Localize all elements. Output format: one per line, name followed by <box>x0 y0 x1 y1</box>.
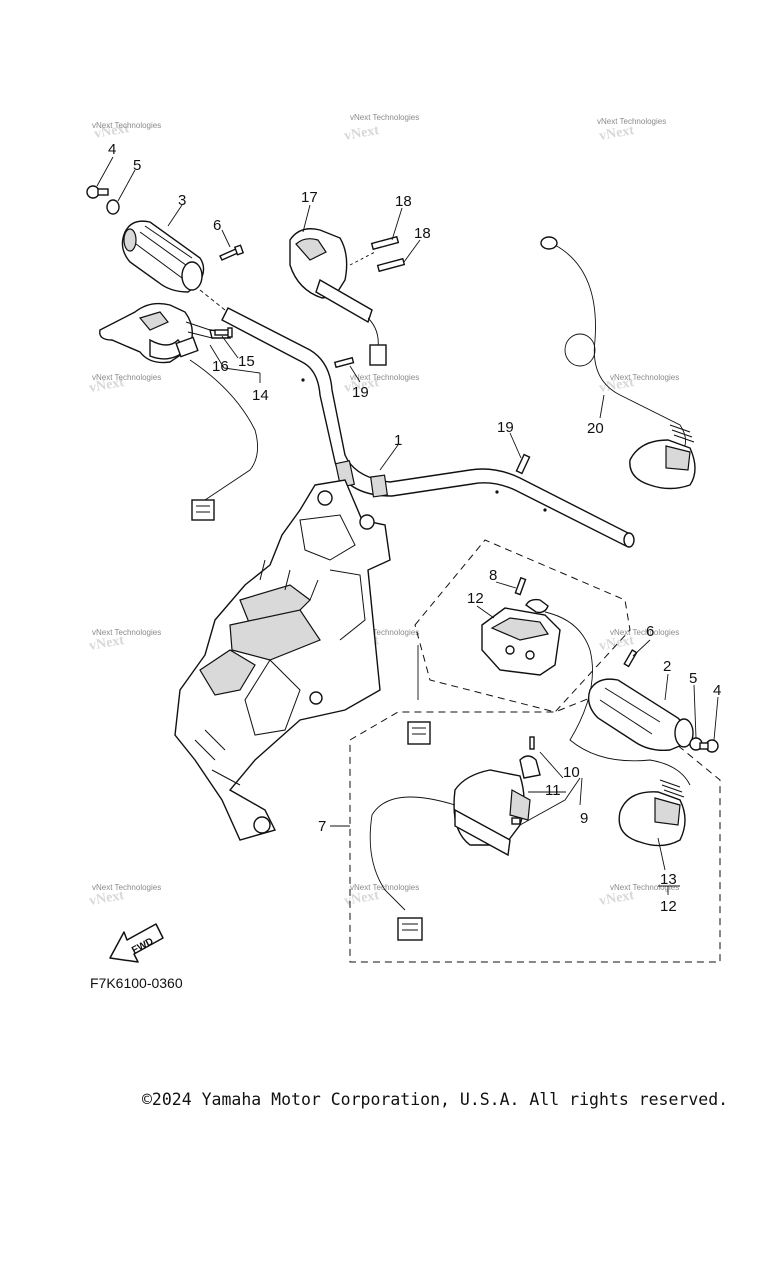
upper-switch-part <box>289 228 406 366</box>
ref-label: 7 <box>318 818 326 835</box>
svg-text:vNext: vNext <box>88 888 125 909</box>
ref-label: 8 <box>489 567 497 584</box>
watermark-text: vNext Technologies <box>597 117 666 126</box>
fwd-arrow-icon: FWD <box>109 923 164 963</box>
ref-label: 4 <box>108 141 116 158</box>
watermark-text: vNext Technologies <box>610 373 679 382</box>
ref-label: 5 <box>133 157 141 174</box>
ref-label: 10 <box>563 764 580 781</box>
watermark-text: vNext Technologies <box>92 121 161 130</box>
ref-label: 12 <box>660 898 677 915</box>
watermark-text: vNext Technologies <box>350 883 419 892</box>
handlebar-part <box>221 307 635 548</box>
leader-lines <box>96 156 719 895</box>
ref-label: 20 <box>587 420 604 437</box>
ref-label: 6 <box>646 623 654 640</box>
steering-column-part <box>174 479 391 841</box>
svg-text:vNext: vNext <box>93 121 130 142</box>
ref-label: 5 <box>689 670 697 687</box>
left-switch-part <box>99 302 259 521</box>
left-bolts-part <box>214 244 245 338</box>
lower-right-switch-part <box>618 779 686 847</box>
ref-label: 3 <box>178 192 186 209</box>
svg-text:vNext: vNext <box>343 375 380 396</box>
screw-19-part <box>333 356 531 475</box>
ref-label: 17 <box>301 189 318 206</box>
lower-switch-part <box>369 736 541 941</box>
ref-label: 14 <box>252 387 269 404</box>
svg-text:vNext: vNext <box>598 375 635 396</box>
right-switch-group-box <box>414 539 631 713</box>
svg-text:vNext: vNext <box>343 888 380 909</box>
watermark-text: vNext Technologies <box>350 628 419 637</box>
ref-label: 4 <box>713 682 721 699</box>
ref-label: 19 <box>497 419 514 436</box>
diagram-code: F7K6100-0360 <box>90 975 183 991</box>
svg-text:vNext: vNext <box>88 375 125 396</box>
parts-diagram: vNext vNext Technologies vNext vNext Tec… <box>86 113 721 963</box>
svg-text:vNext: vNext <box>88 633 125 654</box>
watermark-text: vNext Technologies <box>92 373 161 382</box>
ref-label: 9 <box>580 810 588 827</box>
watermark-text: vNext Technologies <box>610 628 679 637</box>
ref-label: 18 <box>395 193 412 210</box>
watermark-text: vNext Technologies <box>92 883 161 892</box>
ref-label: 19 <box>352 384 369 401</box>
svg-text:vNext: vNext <box>598 123 635 144</box>
right-grip-part <box>587 649 719 753</box>
ref-label: 12 <box>467 590 484 607</box>
ref-label: 6 <box>213 217 221 234</box>
ref-label: 2 <box>663 658 671 675</box>
watermarks: vNext vNext Technologies vNext vNext Tec… <box>88 113 679 909</box>
reference-numbers: 4 5 3 6 17 18 18 15 16 14 19 1 19 20 8 1… <box>108 141 721 915</box>
copyright-notice: ©2024 Yamaha Motor Corporation, U.S.A. A… <box>142 1090 729 1109</box>
ref-label: 15 <box>238 353 255 370</box>
svg-text:vNext: vNext <box>343 123 380 144</box>
watermark-text: vNext Technologies <box>92 628 161 637</box>
watermark-text: vNext Technologies <box>350 113 419 122</box>
watermark-text: vNext Technologies <box>610 883 679 892</box>
ref-label: 16 <box>212 358 229 375</box>
ref-label: 11 <box>545 782 561 799</box>
svg-text:vNext: vNext <box>598 888 635 909</box>
watermark-text: vNext Technologies <box>350 373 419 382</box>
ref-label: 18 <box>414 225 431 242</box>
ref-label: 1 <box>394 432 402 449</box>
lanyard-part <box>540 236 696 490</box>
svg-text:vNext: vNext <box>598 633 635 654</box>
left-grip-part <box>86 185 226 311</box>
ref-label: 13 <box>660 871 677 888</box>
right-switch-part <box>407 576 691 786</box>
